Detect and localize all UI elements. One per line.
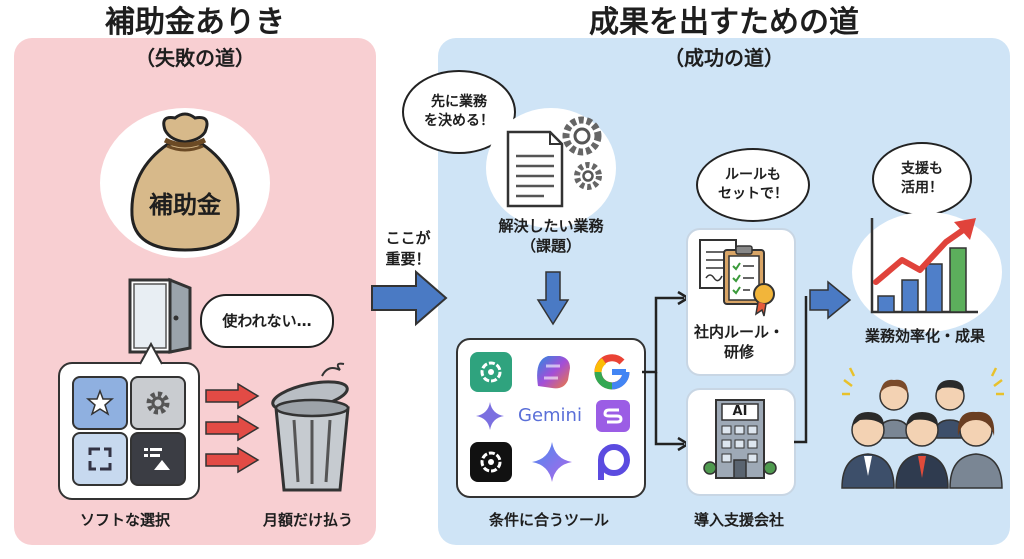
frame-icon xyxy=(88,447,112,471)
label-software: ソフトな選択 xyxy=(79,511,170,529)
bubble-unused: 使われない… xyxy=(200,294,334,348)
gemini-star-icon xyxy=(476,402,504,430)
tools-label: 条件に合うツール xyxy=(488,511,609,529)
important-text: ここが 重要！ xyxy=(378,228,438,270)
bubble-support: 支援も 活用！ xyxy=(872,142,972,216)
google-logo-icon xyxy=(594,354,630,390)
support-label: 導入支援会社 xyxy=(693,511,784,529)
chart-bar xyxy=(925,263,943,313)
rules-label-line-2: 研修 xyxy=(723,343,754,361)
task-label-line-1: 解決したい業務 xyxy=(498,217,604,235)
right-title: 成果を出すための道 xyxy=(589,5,859,40)
trash-can-icon xyxy=(271,362,350,492)
team-people-icon xyxy=(841,367,1004,489)
right-subtitle: （成功の道） xyxy=(664,46,784,70)
sparkle-logo-icon xyxy=(532,442,572,482)
merge-connector xyxy=(794,280,852,444)
left-title: 補助金ありき xyxy=(105,5,285,40)
app-tile-frame xyxy=(72,432,128,486)
task-label-line-2: （課題） xyxy=(520,237,581,255)
gear-icon xyxy=(146,391,170,415)
software-card-pointer xyxy=(139,341,163,366)
red-arrows xyxy=(205,382,260,474)
important-line-1: ここが xyxy=(385,229,431,247)
s-logo-icon xyxy=(596,400,630,432)
gemini-logo-text: Gemini xyxy=(518,405,582,426)
document-gears-icon xyxy=(506,116,602,208)
app-tile-photo xyxy=(130,432,186,486)
result-label: 業務効率化・成果 xyxy=(864,327,985,345)
p-logo-icon xyxy=(598,444,630,480)
copilot-logo-icon xyxy=(537,356,570,389)
bubble-unused-text: 使われない… xyxy=(222,311,312,330)
chart-bar xyxy=(877,295,895,313)
bubble-rules-line-2: セットで！ xyxy=(718,186,788,202)
label-monthly: 月額だけ払う xyxy=(262,511,353,529)
bag-label: 補助金 xyxy=(149,191,221,219)
important-line-2: 重要！ xyxy=(385,250,431,268)
chatgpt-logo-icon xyxy=(470,352,512,392)
bubble-rules-line-1: ルールも xyxy=(725,167,781,183)
app-tile-gear xyxy=(130,376,186,430)
building-sign: AI xyxy=(732,404,748,419)
clipboard-certificate-icon xyxy=(699,239,775,317)
bubble-rules: ルールも セットで！ xyxy=(696,148,810,222)
bubble-business-first-line-1: 先に業務 xyxy=(431,94,487,110)
star-icon xyxy=(85,388,115,416)
big-blue-arrow xyxy=(371,269,448,327)
office-building-icon xyxy=(703,399,777,479)
rules-label-line-1: 社内ルール・ xyxy=(693,323,784,341)
branch-connector xyxy=(642,290,691,452)
growth-chart-icon xyxy=(870,218,978,314)
rules-label: 社内ルール・ 研修 xyxy=(680,322,798,362)
openai-logo-icon xyxy=(470,442,512,482)
app-tile-star xyxy=(72,376,128,430)
bubble-support-line-1: 支援も xyxy=(901,161,943,177)
chart-bar xyxy=(949,247,967,313)
chart-bar xyxy=(901,279,919,313)
trend-arrowhead xyxy=(954,218,976,240)
task-label: 解決したい業務 （課題） xyxy=(476,216,626,256)
left-subtitle: （失敗の道） xyxy=(135,46,255,70)
photo-icon xyxy=(144,448,170,470)
bubble-support-line-2: 活用！ xyxy=(901,180,943,196)
bubble-business-first-line-2: を決める！ xyxy=(424,113,494,129)
money-bag-icon xyxy=(130,112,240,252)
trend-line xyxy=(873,225,969,285)
down-arrow xyxy=(536,271,570,326)
